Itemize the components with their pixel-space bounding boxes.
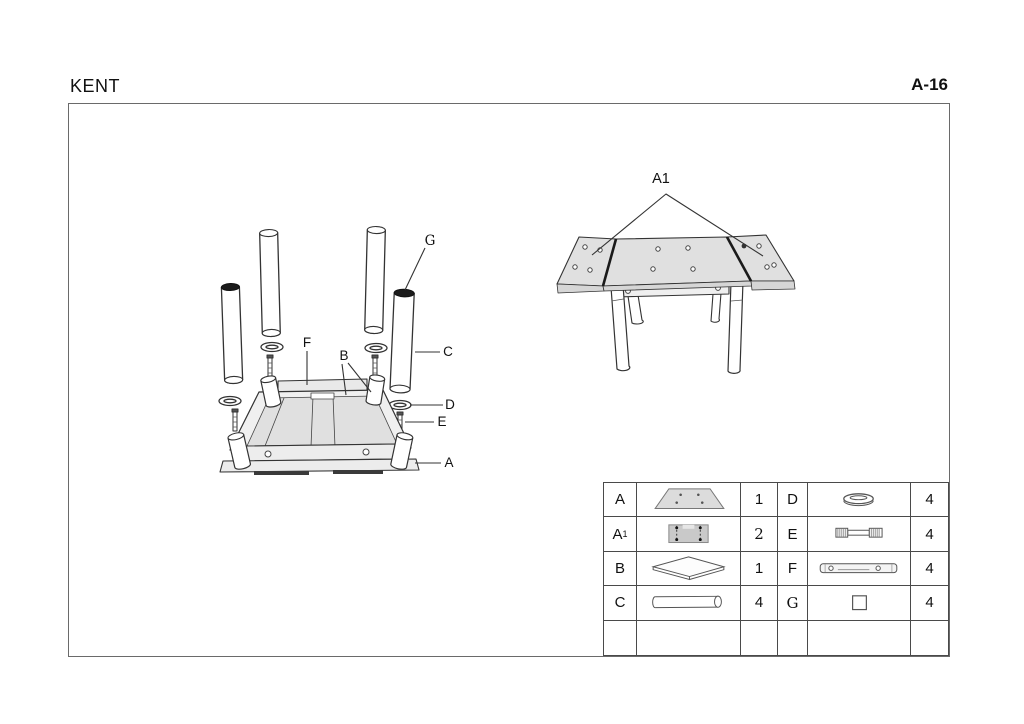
part-drawing (637, 586, 741, 621)
page-number: A-16 (911, 75, 948, 94)
mounting-rail-icon (819, 563, 898, 573)
apron-hole (362, 448, 370, 456)
part-qty: 1 (741, 483, 778, 518)
surface-dividers (264, 395, 336, 448)
slab-strip (333, 470, 383, 474)
leg-icon (652, 595, 722, 609)
part-qty: 4 (911, 483, 948, 518)
part-qty: 4 (911, 586, 948, 621)
label-b: B (339, 348, 348, 363)
leader-lines (306, 247, 443, 464)
part-qty: 2 (741, 517, 778, 552)
part-drawing (637, 483, 741, 518)
leg-far-left (220, 283, 244, 385)
corner-stub (227, 432, 251, 470)
back-leg (710, 292, 722, 323)
part-qty: 1 (741, 551, 778, 587)
part-letter: C (604, 586, 637, 621)
part-drawing (808, 586, 911, 621)
a1-leader-lines (591, 193, 764, 257)
corner-stub (260, 375, 282, 408)
label-e: E (437, 414, 446, 429)
leg-seam (730, 299, 744, 302)
cap-icon (852, 595, 867, 611)
label-g: G (425, 233, 436, 249)
front-leg (610, 284, 631, 372)
diagram-frame: G C D E A F B (68, 103, 950, 657)
part-letter (604, 620, 637, 655)
tabletop-icon (654, 488, 725, 510)
main-top (602, 236, 752, 287)
leg-seam (611, 298, 624, 302)
part-qty (911, 621, 948, 655)
apron-hole (264, 450, 272, 458)
label-f: F (303, 335, 311, 350)
part-letter: G (778, 586, 808, 621)
ring-washers (218, 341, 412, 411)
part-letter (778, 620, 808, 655)
part-drawing (637, 551, 741, 587)
exploded-view-diagram: G C D E A F B (218, 225, 455, 475)
part-drawing (808, 620, 911, 655)
tabletop-slab (219, 458, 420, 473)
part-letter: B (604, 551, 637, 587)
ring-icon (843, 493, 874, 507)
part-drawing (808, 517, 911, 552)
front-leg (727, 280, 744, 374)
center-notch (310, 392, 335, 400)
corner-stub (390, 432, 414, 470)
label-a: A (444, 455, 453, 470)
part-drawing (637, 620, 741, 655)
part-drawing (808, 551, 911, 587)
extension-panel-icon (668, 524, 709, 544)
part-letter: D (778, 483, 808, 518)
part-qty: 4 (911, 552, 948, 587)
slab-strip (254, 471, 309, 475)
label-a1: A1 (652, 171, 670, 187)
product-title: KENT (70, 76, 121, 96)
back-leg (627, 294, 644, 325)
underframe-panel-icon (651, 556, 726, 580)
leg-far-right (389, 288, 415, 394)
front-edge (556, 283, 605, 294)
leg-mid-left (259, 228, 281, 338)
fold-line (601, 238, 618, 287)
front-edge (750, 280, 796, 291)
label-d: D (445, 397, 455, 412)
fold-line (725, 236, 753, 282)
corner-stub (365, 374, 386, 406)
part-drawing (637, 517, 741, 552)
part-drawing (808, 483, 911, 518)
leg-mid-right (364, 225, 386, 335)
part-letter: A (604, 483, 637, 518)
label-c: C (443, 344, 453, 359)
part-qty (741, 620, 778, 655)
part-letter: E (778, 517, 808, 552)
assembled-table-diagram: A1 (556, 171, 796, 374)
stud-bolt-icon (835, 528, 883, 539)
part-qty: 4 (911, 517, 948, 552)
part-letter: F (778, 551, 808, 587)
part-qty: 4 (741, 586, 778, 621)
assembly-diagram: G C D E A F B (218, 171, 796, 475)
